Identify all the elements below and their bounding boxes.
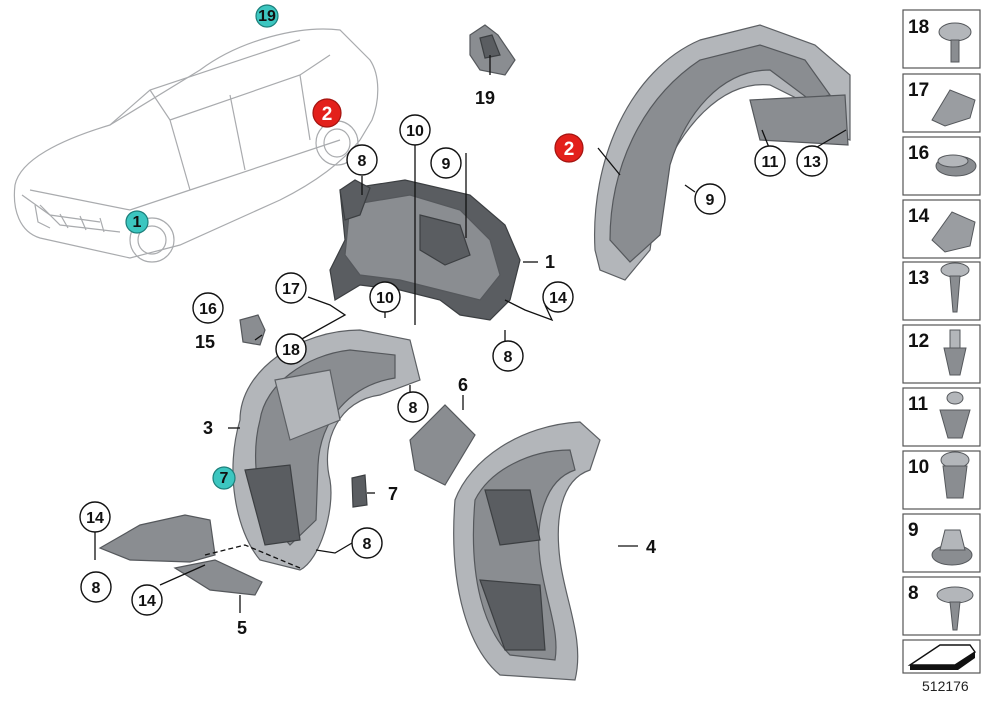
legend-row-10: 10 — [902, 450, 981, 510]
car-marker-2: 2 — [312, 98, 342, 128]
callout-17: 17 — [275, 272, 307, 304]
car-marker-label: 1 — [133, 214, 142, 231]
svg-text:11: 11 — [908, 394, 929, 415]
callout-14-b: 14 — [79, 501, 111, 533]
legend-row-14: 14 — [902, 199, 981, 259]
legend-row-8: 8 — [902, 576, 981, 636]
svg-text:9: 9 — [908, 520, 919, 541]
part-6-plate — [409, 404, 476, 486]
callout-10-a: 10 — [399, 114, 431, 146]
car-marker-19: 19 — [255, 4, 279, 28]
svg-text:8: 8 — [908, 583, 919, 604]
legend-row-13: 13 — [902, 261, 981, 321]
legend-row-11: 11 — [902, 387, 981, 447]
callout-11: 11 — [754, 145, 786, 177]
car-outline — [13, 28, 379, 263]
part-19-bracket — [469, 24, 516, 76]
callout-label: 9 — [442, 156, 451, 173]
callout-label: 14 — [86, 510, 104, 527]
callout-label: 8 — [363, 536, 372, 553]
callout-14-c: 14 — [131, 584, 163, 616]
callout-label: 11 — [762, 154, 779, 171]
callout-label: 8 — [358, 153, 367, 170]
car-marker-label: 19 — [258, 8, 276, 25]
callout-8-a: 8 — [346, 144, 378, 176]
callout-label: 8 — [409, 400, 418, 417]
part-4-rear-liner — [453, 421, 601, 681]
legend-row-16: 16 — [902, 136, 981, 196]
svg-text:13: 13 — [908, 268, 929, 289]
part-5-underbody-panel — [98, 514, 263, 596]
svg-text:10: 10 — [908, 457, 929, 478]
callout-9-b: 9 — [694, 183, 726, 215]
part-2-marker: 2 — [554, 133, 584, 163]
callout-label: 16 — [199, 301, 217, 318]
svg-text:18: 18 — [908, 17, 929, 38]
label-3: 3 — [203, 418, 213, 438]
label-4: 4 — [646, 537, 656, 557]
callout-label: 10 — [376, 290, 394, 307]
part-3-front-liner — [232, 329, 421, 571]
legend-row-18: 18 — [902, 9, 981, 69]
label-15: 15 — [195, 332, 215, 352]
callout-8-b: 8 — [492, 340, 524, 372]
callout-label: 10 — [406, 123, 424, 140]
legend-row-9: 9 — [902, 513, 981, 573]
callout-label: 9 — [706, 192, 715, 209]
callout-14-a: 14 — [542, 281, 574, 313]
label-1: 1 — [545, 252, 555, 272]
part-1-wheel-arch-liner — [329, 179, 521, 321]
legend-row-17: 17 — [902, 73, 981, 133]
car-marker-label: 2 — [322, 104, 333, 125]
callout-8-d: 8 — [351, 527, 383, 559]
marker-label: 7 — [220, 470, 229, 487]
leader-lines — [94, 55, 847, 613]
callout-label: 13 — [803, 154, 821, 171]
svg-text:12: 12 — [908, 331, 929, 352]
svg-text:16: 16 — [908, 143, 929, 164]
legend-row-12: 12 — [902, 324, 981, 384]
label-5: 5 — [237, 618, 247, 638]
callout-label: 14 — [549, 290, 567, 307]
part-16-15-clip — [239, 314, 266, 346]
callout-label: 8 — [504, 349, 513, 366]
label-19: 19 — [475, 88, 495, 108]
callout-label: 18 — [282, 342, 300, 359]
callout-8-c: 8 — [397, 391, 429, 423]
diagram-id: 512176 — [922, 678, 969, 694]
callout-13: 13 — [796, 145, 828, 177]
label-7: 7 — [388, 484, 398, 504]
wedge-arrow-icon — [902, 639, 981, 674]
part-7-marker: 7 — [212, 466, 236, 490]
callout-label: 8 — [92, 580, 101, 597]
marker-label: 2 — [564, 139, 575, 160]
part-2-rear-arch — [593, 24, 851, 281]
callout-18: 18 — [275, 333, 307, 365]
callout-8-e: 8 — [80, 571, 112, 603]
fastener-legend: 18 17 16 14 13 — [902, 9, 981, 674]
part-7-small — [351, 474, 368, 508]
callout-label: 17 — [282, 281, 300, 298]
label-6: 6 — [458, 375, 468, 395]
callout-9-a: 9 — [430, 147, 462, 179]
callout-16: 16 — [192, 292, 224, 324]
callout-label: 14 — [138, 593, 156, 610]
svg-text:14: 14 — [908, 206, 930, 227]
callout-10-b: 10 — [369, 281, 401, 313]
car-marker-1: 1 — [125, 210, 149, 234]
svg-text:17: 17 — [908, 80, 929, 101]
